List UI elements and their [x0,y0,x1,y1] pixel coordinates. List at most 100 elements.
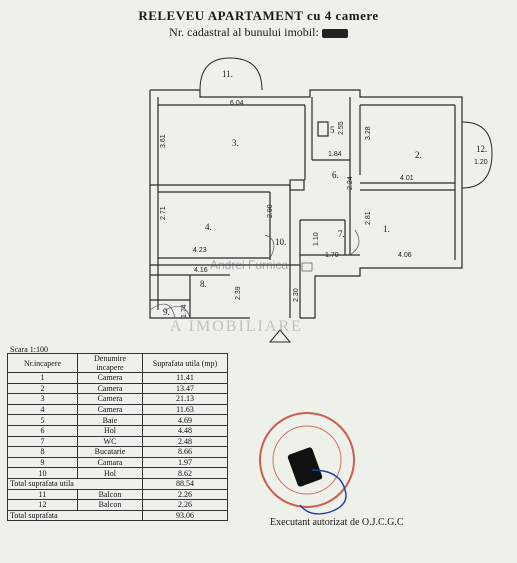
column-header: Denumire incapere [77,353,143,373]
total-value: 93.06 [142,509,228,522]
cell-room-name: WC [77,435,143,448]
cell-area: 2.26 [142,499,228,511]
cell-room-number: 10 [7,467,78,479]
balconies [199,57,493,189]
cell-room-number: 12 [7,499,78,511]
room-number: 11. [222,69,233,79]
watermark-name: Andrei Furnica [210,258,289,272]
plan-walls [149,89,463,319]
room-number: 3. [232,138,239,148]
room-number: 10. [275,237,286,247]
cell-room-number: 5 [7,414,78,426]
cell-area: 1.97 [142,456,228,469]
dimension-label: 1.10 [313,232,320,246]
redacted-seal-area [287,447,323,487]
room-number: 2. [415,150,422,160]
cell-room-number: 9 [7,456,78,469]
cell-area: 4.69 [142,414,228,426]
cell-room-name: Camera [77,403,143,416]
column-header: Nr.incapere [7,353,78,373]
cell-room-name: Camera [77,372,143,384]
cell-room-name: Camera [77,382,143,395]
dimension-label: 4.23 [193,247,207,254]
dimension-label: 2.55 [338,121,345,135]
cell-room-number: 7 [7,435,78,448]
cell-room-name: Balcon [77,499,143,511]
cell-area: 13.47 [142,382,228,395]
dimension-label: 2.39 [235,286,242,300]
cell-room-name: Camara [77,456,143,469]
cell-room-name: Camera [77,393,143,405]
cell-area: 11.41 [142,372,228,384]
redacted-number [321,28,348,38]
room-number: 1. [383,224,390,234]
signer-caption: Executant autorizat de O.J.C.G.C [270,517,404,528]
cell-area: 2.48 [142,435,228,448]
cell-room-name: Balcon [77,488,143,501]
room-number: 5 [330,125,335,135]
total-label: Total suprafata [7,509,143,522]
entrance-marker [268,329,292,343]
dimension-label: 2.81 [365,211,372,225]
dimension-label: 4.01 [400,175,414,182]
room-number: 12. [476,144,487,154]
watermark-agency: A IMOBILIARE [170,318,303,335]
cell-area: 4.48 [142,424,228,437]
dimension-label: 1.20 [474,159,488,166]
cadastral-label: Nr. cadastral al bunului imobil: [169,25,319,39]
cell-area: 2.26 [142,488,228,501]
cell-area: 8.62 [142,467,228,479]
dimension-label: 2.71 [160,206,167,220]
rooms-table: Nr.incapere Denumire incapere Suprafata … [7,353,228,522]
dimension-label: 2.30 [293,288,300,302]
dimension-label: 4.16 [194,267,208,274]
signature [299,469,347,515]
dimension-label: 4.06 [398,252,412,259]
cell-room-number: 1 [7,372,78,384]
cell-area: 8.66 [142,446,228,458]
table-header-row: Nr.incapere Denumire incapere Suprafata … [7,353,228,373]
dimension-label: 3.28 [365,126,372,140]
dimension-label: 3.61 [160,134,167,148]
dimension-label: 1.84 [328,151,342,158]
column-header: Suprafata utila (mp) [142,353,228,373]
cell-room-name: Hol [77,467,143,479]
cell-room-name: Hol [77,424,143,437]
dimension-label: 1.70 [325,252,339,259]
cell-room-name: Bucatarie [77,446,143,458]
dimension-label: 1.74 [181,304,188,318]
room-number: 4. [205,222,212,232]
cadastral-number-line: Nr. cadastral al bunului imobil: [0,25,517,40]
dimension-label: 2.90 [267,204,274,218]
room-number: 6. [332,170,339,180]
cell-room-number: 6 [7,424,78,437]
scale-label: Scara 1:100 [10,345,48,354]
official-stamp [259,412,355,508]
cell-room-number: 8 [7,446,78,458]
room-number: 7. [338,229,345,239]
cell-room-number: 2 [7,382,78,395]
cell-room-number: 11 [7,488,78,501]
cell-room-name: Baie [77,414,143,426]
dimension-label: 6.04 [230,100,244,107]
cell-area: 11.63 [142,403,228,416]
total-utila-value: 88.54 [142,477,228,490]
cell-room-number: 4 [7,403,78,416]
document-title: RELEVEU APARTAMENT cu 4 camere [138,8,379,23]
room-number: 8. [200,279,207,289]
door-arcs [149,229,360,319]
